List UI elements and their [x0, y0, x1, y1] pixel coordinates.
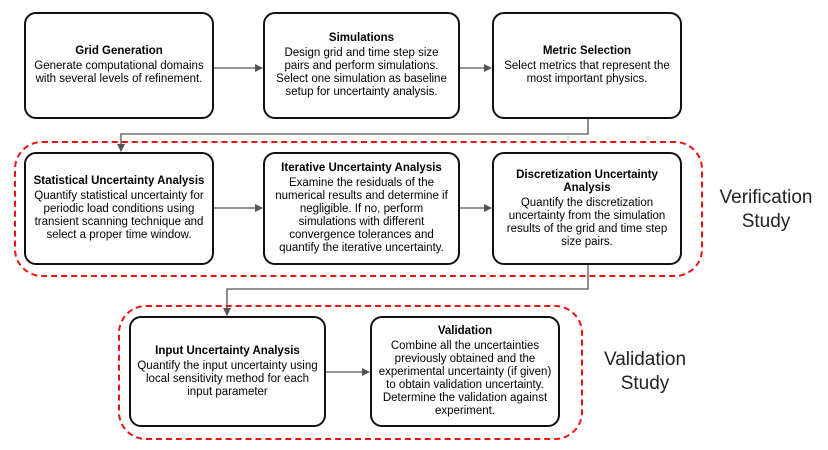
- iterative-uncertainty-box: Iterative Uncertainty Analysis Examine t…: [263, 152, 460, 265]
- input-uncertainty-box: Input Uncertainty Analysis Quantify the …: [129, 316, 326, 427]
- validation-study-group: [118, 305, 583, 440]
- arrow-discretization-to-input: [223, 265, 589, 316]
- validation-study-label: Validation Study: [603, 349, 687, 394]
- verification-study-group: [14, 141, 703, 277]
- validation-title: Validation: [437, 325, 493, 337]
- statistical-uncertainty-desc: Quantify statistical uncertainty for per…: [34, 190, 204, 241]
- discretization-uncertainty-box: Discretization Uncertainty Analysis Quan…: [492, 152, 682, 265]
- iterative-uncertainty-title: Iterative Uncertainty Analysis: [281, 162, 442, 174]
- discretization-uncertainty-title: Discretization Uncertainty Analysis: [516, 168, 658, 194]
- discretization-uncertainty-desc: Quantify the discretization uncertainty …: [506, 196, 668, 248]
- grid-generation-box: Grid Generation Generate computational d…: [24, 12, 214, 119]
- input-uncertainty-desc: Quantify the input uncertainty using loc…: [137, 359, 318, 398]
- iterative-uncertainty-desc: Examine the residuals of the numerical r…: [275, 177, 448, 254]
- arrow-metric-to-statistical: [117, 119, 589, 152]
- grid-generation-desc: Generate computational domains with seve…: [34, 60, 204, 85]
- statistical-uncertainty-title: Statistical Uncertainty Analysis: [33, 175, 205, 187]
- simulations-box: Simulations Design grid and time step si…: [263, 12, 460, 119]
- metric-selection-desc: Select metrics that represent the most i…: [504, 60, 670, 85]
- input-uncertainty-title: Input Uncertainty Analysis: [155, 344, 300, 357]
- validation-desc: Combine all the uncertainties previously…: [378, 340, 552, 417]
- statistical-uncertainty-box: Statistical Uncertainty Analysis Quantif…: [24, 152, 214, 265]
- verification-study-label: Verification Study: [719, 187, 813, 232]
- simulations-desc: Design grid and time step size pairs and…: [276, 47, 447, 98]
- validation-box: Validation Combine all the uncertainties…: [370, 316, 560, 427]
- simulations-title: Simulations: [328, 32, 395, 44]
- metric-selection-title: Metric Selection: [542, 45, 632, 57]
- grid-generation-title: Grid Generation: [75, 45, 163, 57]
- metric-selection-box: Metric Selection Select metrics that rep…: [492, 12, 682, 119]
